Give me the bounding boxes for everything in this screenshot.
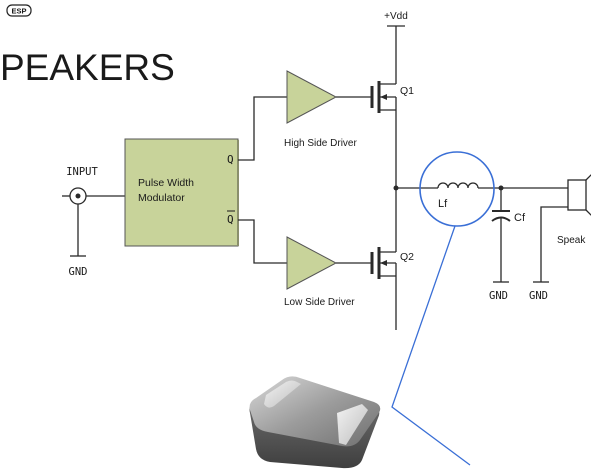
q2-label: Q2 xyxy=(400,251,414,263)
input-gnd-label: GND xyxy=(69,266,88,278)
pulse-width-modulator: Pulse Width Modulator Q Q xyxy=(124,138,239,247)
callout-line xyxy=(391,225,471,466)
speaker: Speak GND xyxy=(529,174,591,302)
vdd-label: +Vdd xyxy=(384,11,408,22)
speaker-gnd-label: GND xyxy=(529,290,548,302)
modulator-label-line2: Modulator xyxy=(138,192,185,204)
mosfet-q2: Q2 xyxy=(370,247,414,330)
low-side-driver-label: Low Side Driver xyxy=(284,297,355,308)
high-side-driver: High Side Driver xyxy=(284,70,372,149)
logo-text: ESP xyxy=(11,7,26,16)
input-label: INPUT xyxy=(66,166,98,178)
inductor-highlight-circle xyxy=(419,151,495,227)
high-side-driver-label: High Side Driver xyxy=(284,138,357,149)
q-output-label: Q xyxy=(227,153,234,166)
cap-gnd-label: GND xyxy=(489,290,508,302)
page-title-fragment: PEAKERS xyxy=(0,47,175,88)
input-connector: INPUT GND xyxy=(62,166,125,278)
inductor-label: Lf xyxy=(438,198,448,210)
inductor-lf: Lf xyxy=(437,182,500,210)
esp-logo: ESP xyxy=(6,4,32,17)
capacitor-label: Cf xyxy=(514,212,526,224)
speaker-label: Speak xyxy=(557,235,586,246)
smd-inductor-photo xyxy=(249,376,381,469)
modulator-label-line1: Pulse Width xyxy=(138,177,194,189)
vdd-rail: +Vdd xyxy=(384,11,408,75)
capacitor-cf: Cf GND xyxy=(489,185,526,302)
mosfet-q1: Q1 xyxy=(370,75,414,113)
qbar-output-label: Q xyxy=(227,213,234,226)
q1-label: Q1 xyxy=(400,85,414,97)
low-side-driver: Low Side Driver xyxy=(284,236,372,308)
